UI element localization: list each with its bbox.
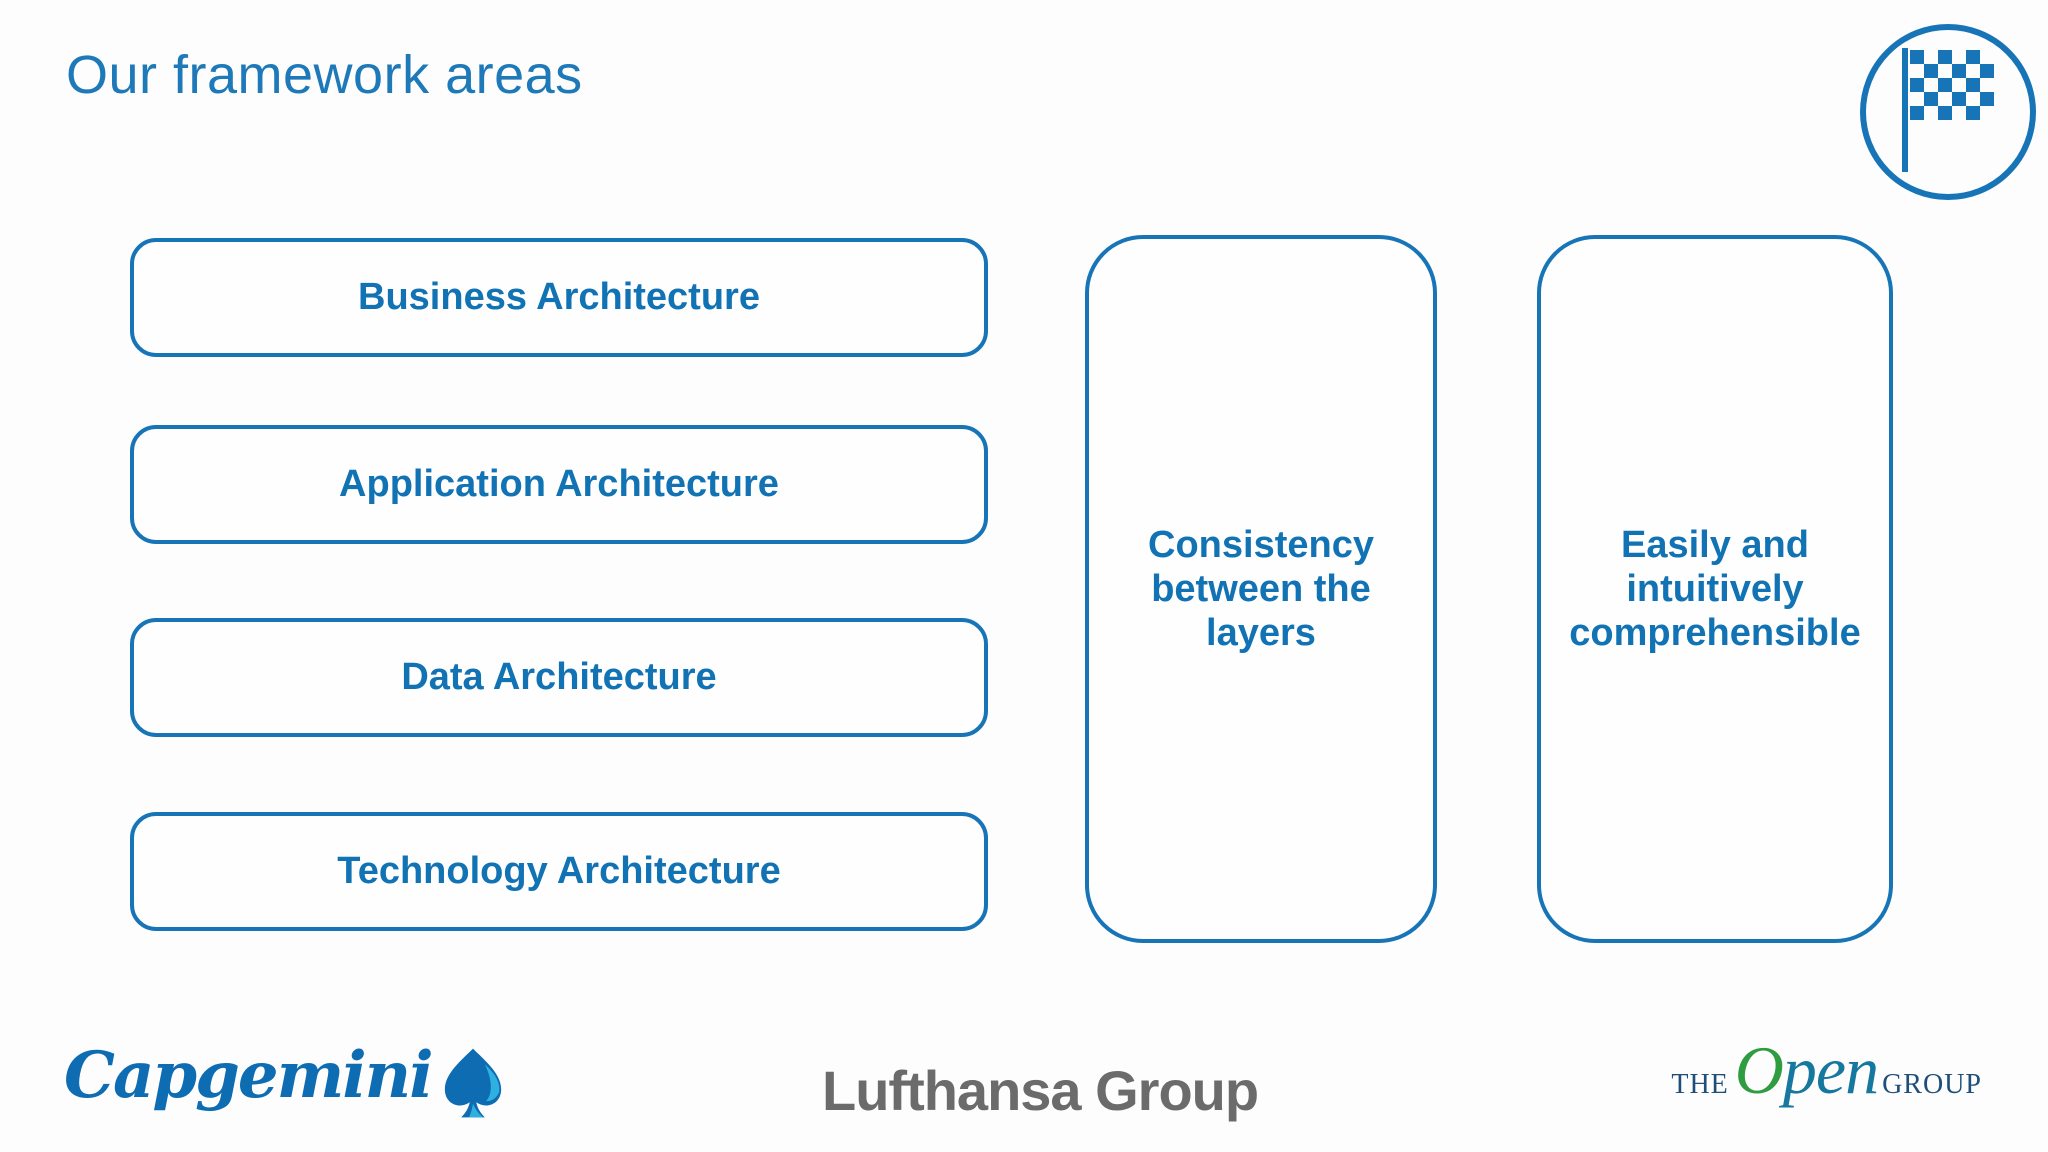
quality-box-comprehensible: Easily and intuitively comprehensible xyxy=(1537,235,1893,943)
framework-layer-label: Technology Architecture xyxy=(337,850,781,892)
framework-layer-label: Application Architecture xyxy=(339,463,779,505)
page-title: Our framework areas xyxy=(66,45,583,105)
capgemini-wordmark: Capgemini xyxy=(64,1038,433,1113)
quality-label: Easily and intuitively comprehensible xyxy=(1569,524,1861,654)
checkered-flag-badge xyxy=(1860,24,2036,200)
open-group-open: Open xyxy=(1735,1036,1879,1104)
framework-layer-label: Business Architecture xyxy=(358,276,760,318)
framework-layer-box: Technology Architecture xyxy=(130,812,988,931)
open-group-o: O xyxy=(1734,1032,1784,1108)
framework-layer-label: Data Architecture xyxy=(401,656,717,698)
quality-label: Consistency between the layers xyxy=(1148,524,1374,654)
quality-box-consistency: Consistency between the layers xyxy=(1085,235,1437,943)
open-group-group: GROUP xyxy=(1882,1069,1982,1100)
open-group-the: THE xyxy=(1671,1069,1729,1100)
capgemini-logo: Capgemini xyxy=(64,1044,506,1118)
framework-layer-box: Business Architecture xyxy=(130,238,988,357)
lufthansa-group-logo: Lufthansa Group xyxy=(822,1059,1259,1122)
framework-layer-box: Application Architecture xyxy=(130,425,988,544)
framework-layer-box: Data Architecture xyxy=(130,618,988,737)
open-group-logo: THE Open GROUP xyxy=(1671,1036,1982,1104)
open-group-pen: pen xyxy=(1782,1032,1879,1108)
checkered-flag-icon xyxy=(1892,46,2004,179)
capgemini-spade-icon xyxy=(444,1048,501,1118)
